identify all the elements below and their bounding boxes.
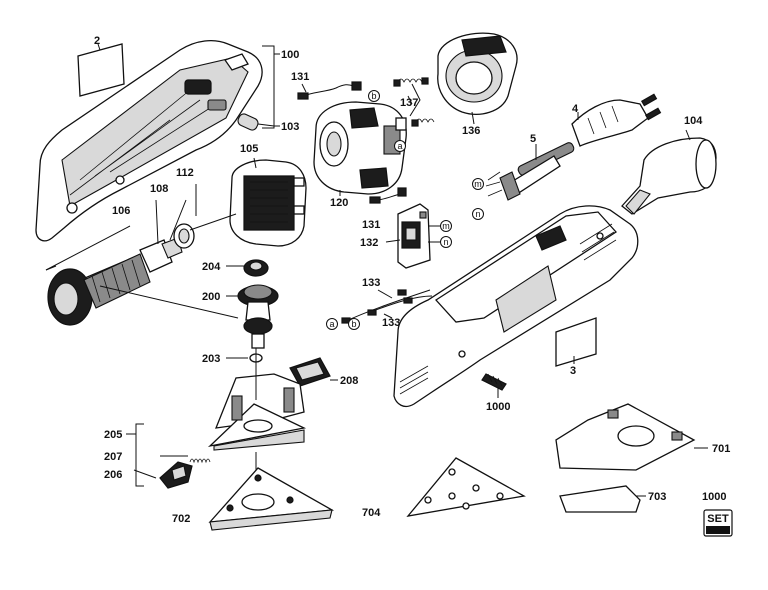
housing-screw [481,373,507,391]
callout-120: 120 [330,197,348,209]
callout-1000-screw: 1000 [486,401,510,413]
callout-131-top: 131 [291,71,309,83]
sanding-base [207,373,307,451]
svg-text:b: b [371,91,376,101]
wire-connector-131 [297,81,362,100]
callout-2: 2 [94,35,100,47]
callout-204: 204 [202,261,221,273]
bearing-204 [243,259,269,277]
bearing-ring [173,223,195,249]
callout-5: 5 [530,133,536,145]
svg-text:m: m [474,179,482,189]
marker-m-switch: m [440,220,452,232]
callout-207: 207 [104,451,122,463]
sanding-sheet-704 [406,457,526,517]
callout-3: 3 [570,365,576,377]
callout-132: 132 [360,237,378,249]
power-cord-plug [487,93,662,181]
set-badge: SET [703,509,733,537]
finger-pad-701 [555,403,696,471]
spring-207 [189,458,211,464]
marker-a-wire: a [326,318,338,330]
release-button-206 [159,461,193,489]
callout-131-bottom: 131 [362,219,380,231]
callout-704: 704 [362,507,381,519]
callout-100: 100 [281,49,299,61]
marker-m-cord: m [472,178,484,190]
counterweight-208 [289,357,331,387]
dust-extraction-nozzle [621,137,717,215]
marker-a-top: a [394,140,406,152]
set-badge-label: SET [707,513,729,525]
marker-b-top: b [368,90,380,102]
magnet-insert [237,113,259,131]
wire-connector-131-lower [369,187,407,204]
callout-137: 137 [400,97,418,109]
marker-n-cord: n [472,208,484,220]
housing-half [35,39,263,242]
field-stator [229,159,307,247]
callout-133-bottom: 133 [382,317,400,329]
callout-205: 205 [104,429,122,441]
brush-holder-assembly [313,101,407,195]
armature [45,237,183,326]
marker-b-wire: b [348,318,360,330]
end-cap [437,32,518,115]
callout-108: 108 [150,183,168,195]
callout-1000-set: 1000 [702,491,726,503]
main-housing [393,205,639,408]
svg-text:a: a [329,319,334,329]
svg-text:b: b [351,319,356,329]
svg-text:n: n [443,237,448,247]
finger-sheet-703 [559,485,641,513]
svg-text:m: m [442,221,450,231]
callout-4: 4 [572,103,579,115]
switch-assembly [397,203,431,269]
sanding-pad-702 [208,467,335,531]
type-label-sticker [555,317,597,367]
callout-702: 702 [172,513,190,525]
svg-text:n: n [475,209,480,219]
marker-n-switch: n [440,236,452,248]
callout-105: 105 [240,143,258,155]
spring-wire-137 [393,77,435,127]
callout-112: 112 [176,167,194,179]
cable-sleeve [485,155,561,201]
callout-103: 103 [281,121,299,133]
callout-133-top: 133 [362,277,380,289]
callout-136: 136 [462,125,480,137]
callout-208: 208 [340,375,358,387]
label-sticker [77,43,125,97]
callout-206: 206 [104,469,122,481]
svg-text:a: a [397,141,402,151]
callout-701: 701 [712,443,730,455]
callout-104: 104 [684,115,703,127]
callout-203: 203 [202,353,220,365]
callout-703: 703 [648,491,666,503]
callout-106: 106 [112,205,130,217]
callout-200: 200 [202,291,220,303]
gear-spindle [237,284,279,349]
